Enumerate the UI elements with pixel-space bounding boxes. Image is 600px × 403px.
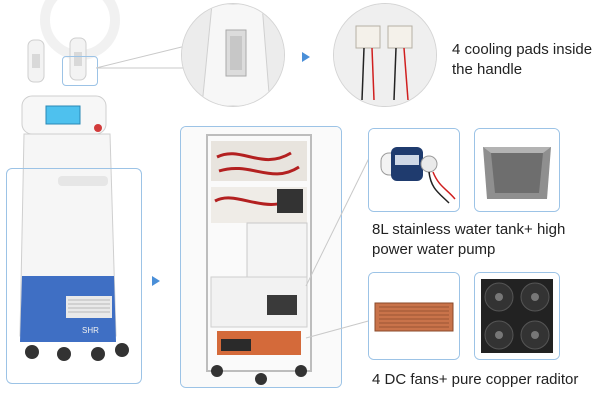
dc-fans-image: [474, 272, 560, 360]
device-highlight-frame: [6, 168, 142, 384]
cooling-pads-caption-line-1: 4 cooling pads inside: [452, 41, 593, 58]
arrow-right-icon: [302, 52, 310, 62]
water-tank-caption-line-1: 8L stainless water tank+ high: [372, 221, 566, 238]
ipl-machine-image: [19, 37, 129, 361]
callout-lines-internal: [305, 151, 373, 339]
water-tank-image: [474, 128, 560, 212]
cooling-pads-zoom-image: [334, 4, 436, 106]
device-brand-label: SHR: [82, 326, 99, 335]
cooling-pads-caption-line-2: the handle: [452, 61, 523, 78]
water-tank-caption-line-2: power water pump: [372, 241, 496, 258]
internal-structure-frame: [180, 126, 342, 388]
cooling-pads-caption: 4 cooling pads inside the handle: [452, 40, 598, 80]
handle-highlight-frame: [62, 56, 98, 86]
copper-radiator-image: [368, 272, 460, 360]
water-pump-image: [368, 128, 460, 212]
arrow-right-icon: [152, 276, 160, 286]
water-tank-caption: 8L stainless water tank+ high power wate…: [372, 220, 596, 260]
fans-caption: 4 DC fans+ pure copper raditor: [372, 371, 579, 388]
handle-zoom-image: [182, 4, 284, 106]
